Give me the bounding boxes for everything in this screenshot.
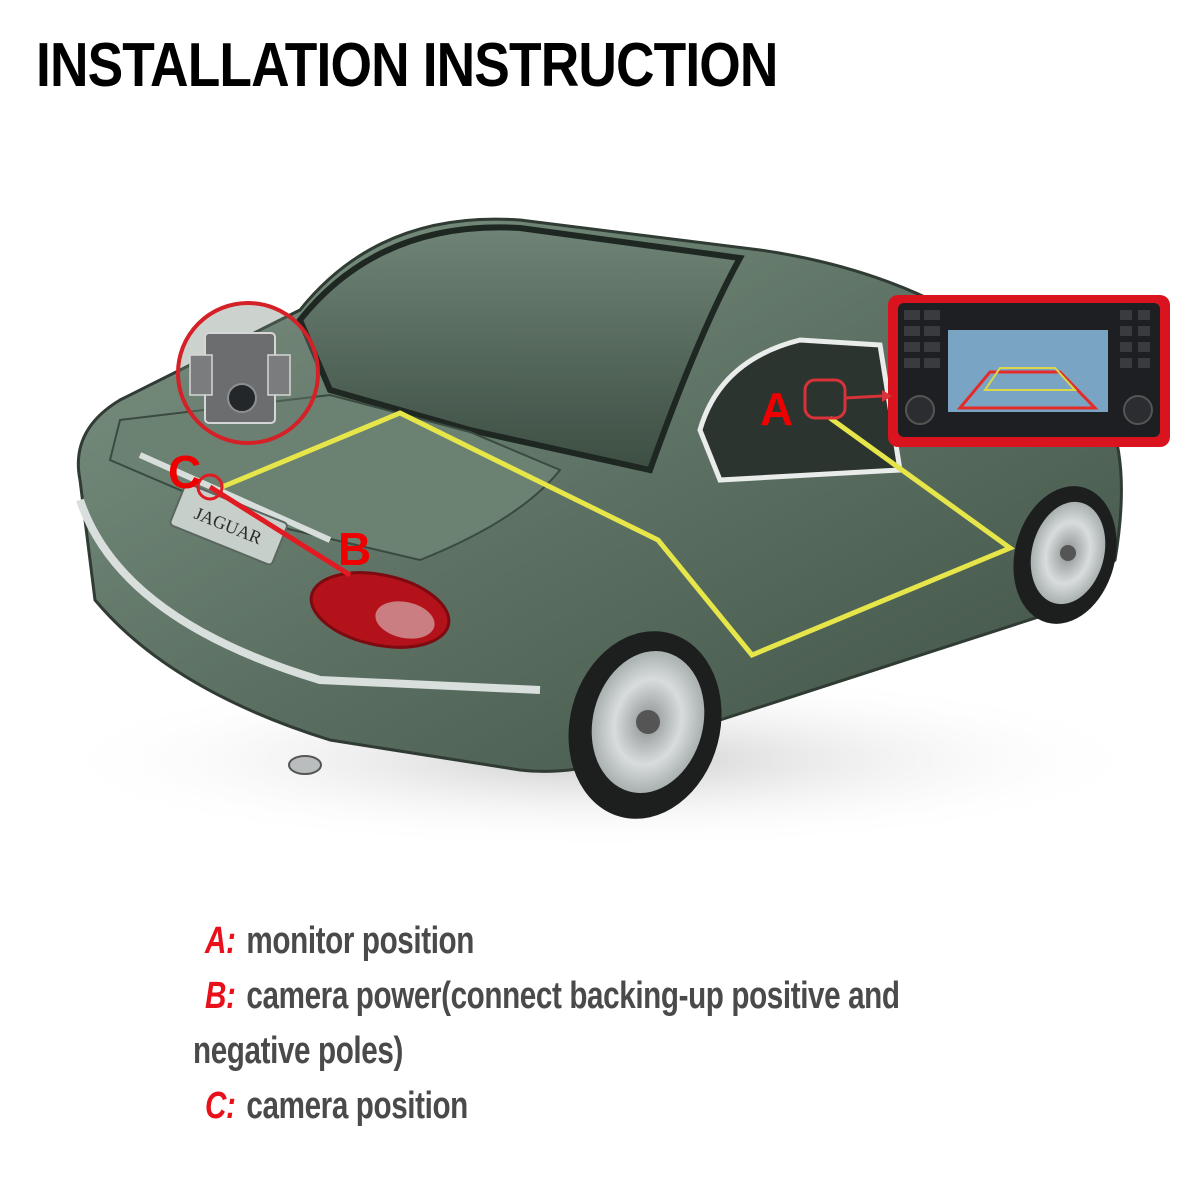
page-title: INSTALLATION INSTRUCTION: [36, 31, 778, 100]
power-wire: [208, 484, 352, 578]
car-body: JAGUAR: [76, 217, 1123, 775]
legend-text: camera power(connect backing-up positive…: [246, 975, 900, 1017]
camera-lens-icon: [227, 383, 257, 413]
callout-b: B: [338, 523, 371, 575]
legend-text: camera position: [246, 1085, 468, 1127]
monitor-inset: [803, 295, 1170, 447]
callout-a: A: [760, 383, 793, 435]
camera-inset: [176, 301, 320, 445]
legend-item-b-continuation: negative poles): [193, 1030, 403, 1072]
legend-text: monitor position: [246, 920, 474, 962]
legend-item-a: A:monitor position: [205, 920, 474, 963]
legend-key: A:: [205, 920, 236, 962]
camera-mount-marker: [196, 473, 224, 501]
front-wheel: [1013, 486, 1117, 624]
exhaust-pipe: [288, 755, 322, 775]
installation-diagram: JAGUAR: [0, 150, 1200, 900]
rear-wheel: [568, 631, 722, 819]
wiring-route: [221, 410, 1016, 659]
legend-key: C:: [205, 1085, 236, 1127]
legend-key: B:: [205, 975, 236, 1017]
callout-c: C: [168, 446, 201, 498]
legend-item-b: B:camera power(connect backing-up positi…: [205, 975, 900, 1018]
legend-item-c: C:camera position: [205, 1085, 468, 1128]
